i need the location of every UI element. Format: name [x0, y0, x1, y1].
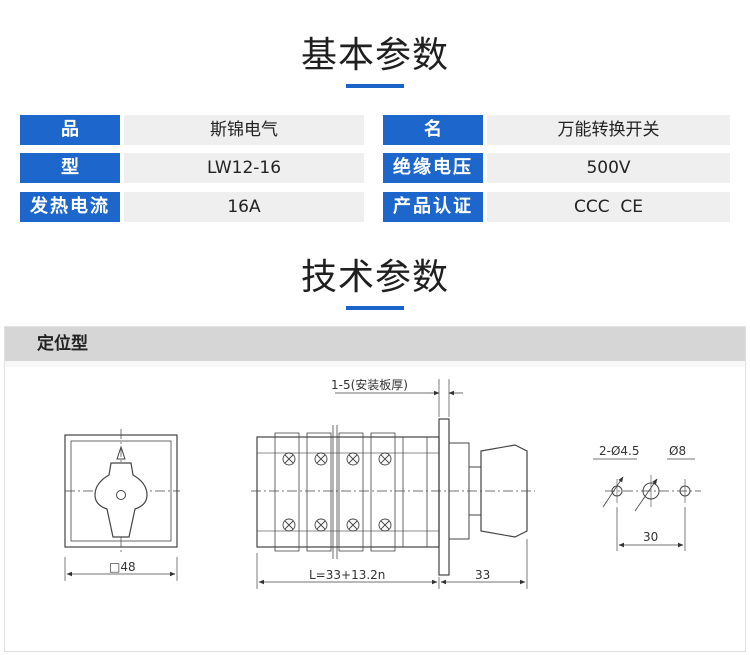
dim-hole-big: Ø8	[669, 444, 686, 458]
value-brand: 斯锦电气	[124, 115, 364, 145]
param-row-current: 发热电流 16A 产品认证 CCC CE	[20, 192, 730, 222]
value-thermal-current: 16A	[124, 192, 364, 222]
dimension-drawing: 1-5(安装板厚) □48 L=33+13.2n 33 2-Ø4.5 Ø8 30	[64, 377, 701, 589]
dim-depth: 33	[475, 568, 490, 582]
technical-drawing-panel: 定位型	[4, 326, 746, 652]
value-name: 万能转换开关	[487, 115, 730, 145]
dim-hole-small: 2-Ø4.5	[599, 444, 640, 458]
label-model: 型号	[20, 153, 120, 208]
label-thermal-current: 发热电流	[20, 192, 120, 222]
value-certification: CCC CE	[487, 192, 730, 222]
dim-hole-spacing: 30	[643, 530, 658, 544]
type-label: 定位型	[37, 334, 88, 354]
tech-params-underline	[346, 306, 404, 310]
tech-params-title: 技术参数	[300, 257, 449, 298]
side-view	[251, 379, 535, 589]
basic-params-underline	[346, 84, 404, 88]
panel-cutout-view	[593, 458, 701, 551]
label-certification: 产品认证	[383, 192, 483, 222]
param-row-brand: 品牌 斯锦电气 名称 万能转换开关	[20, 115, 730, 170]
dim-front-size: □48	[109, 560, 136, 574]
label-name: 名称	[383, 115, 483, 170]
drawing-header: 定位型	[5, 327, 745, 361]
dim-length: L=33+13.2n	[309, 568, 385, 582]
label-insulation-voltage: 绝缘电压	[383, 153, 483, 183]
dim-panel-thickness: 1-5(安装板厚)	[331, 377, 408, 392]
front-view	[64, 429, 180, 581]
label-brand: 品牌	[20, 115, 120, 170]
basic-params-title: 基本参数	[300, 35, 449, 76]
param-row-model: 型号 LW12-16 绝缘电压 500V	[20, 153, 730, 208]
value-model: LW12-16	[124, 153, 364, 183]
drawing-area: 1-5(安装板厚) □48 L=33+13.2n 33 2-Ø4.5 Ø8 30	[5, 367, 745, 651]
value-insulation-voltage: 500V	[487, 153, 730, 183]
